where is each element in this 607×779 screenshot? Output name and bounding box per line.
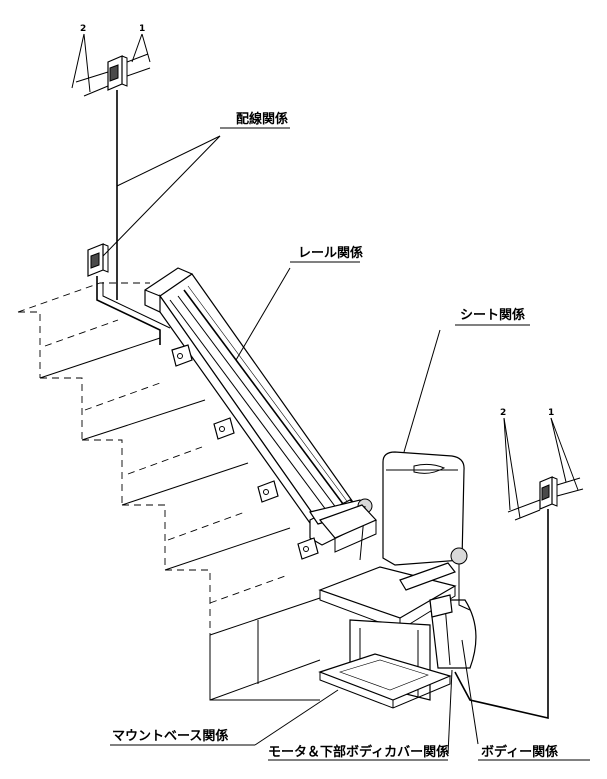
callout-side-1: 1 — [548, 408, 554, 418]
callout-side-2: 2 — [500, 408, 506, 418]
label-mount-base: マウントベース関係 — [112, 728, 228, 744]
callout-top-1: 1 — [139, 24, 145, 34]
label-body: ボディー関係 — [481, 744, 558, 760]
label-seat: シート関係 — [460, 307, 525, 323]
label-rail: レール関係 — [298, 245, 363, 261]
label-wiring: 配線関係 — [236, 111, 288, 127]
body-wiring-assembly — [454, 476, 584, 720]
callout-top-2: 2 — [80, 24, 86, 34]
wiring-assembly — [75, 53, 171, 345]
staircase — [17, 282, 321, 701]
callout-leaders — [71, 33, 590, 761]
label-motor-lower-cover: モータ＆下部ボディカバー関係 — [268, 744, 449, 760]
chair-assembly — [309, 451, 477, 709]
